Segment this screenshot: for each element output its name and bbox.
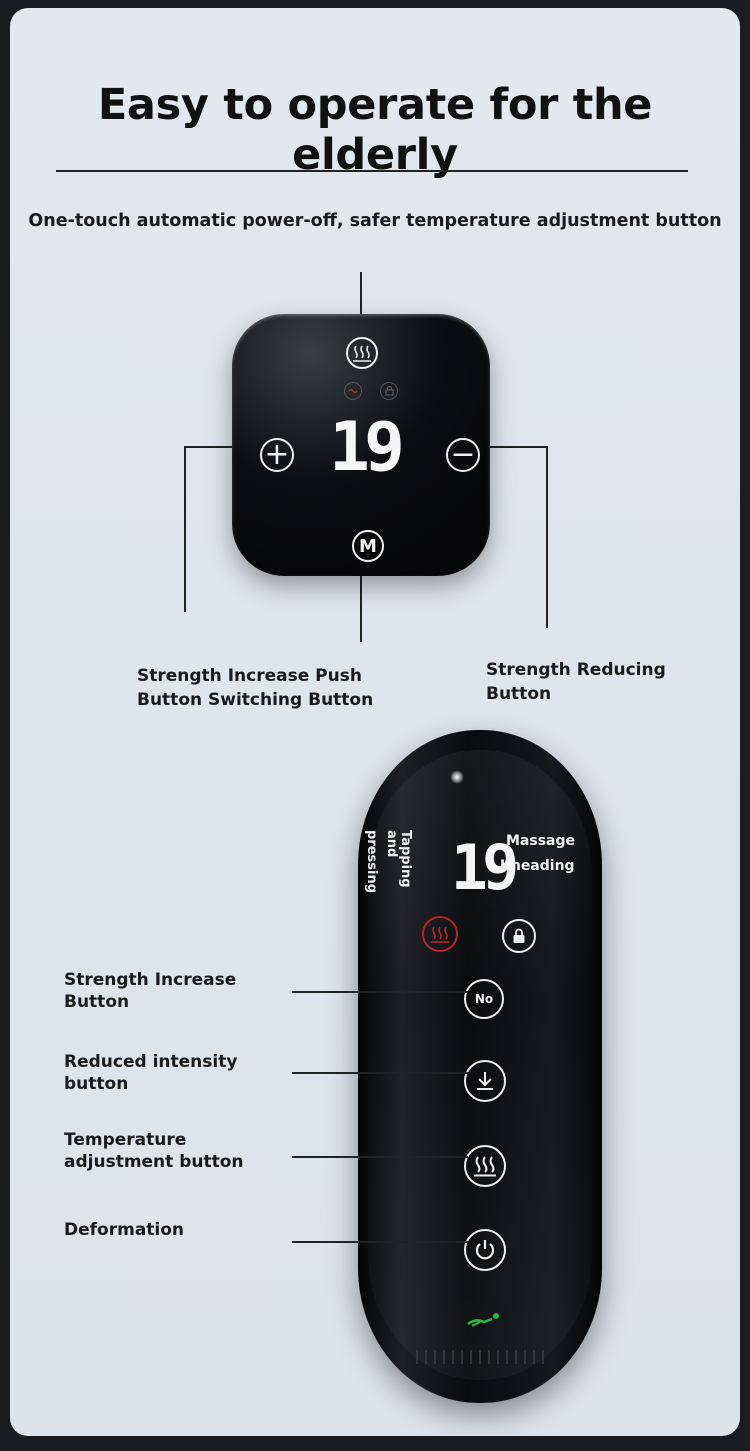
product-panel: Easy to operate for the elderly One-touc… [10,8,740,1436]
mode-label-tapping: Tapping and [384,830,413,888]
subtitle: One-touch automatic power-off, safer tem… [28,211,722,231]
heat-indicator [422,916,458,952]
tall-remote: pressing Tapping and 19 Massage Kneading… [358,730,602,1403]
mode-label-pressing: pressing [364,830,379,894]
heat-indicator-icon [344,382,362,400]
label-strength-reducing: Strength Reducing Button [486,660,666,704]
callout-line-right-horizontal [470,446,548,448]
label-temperature: Temperature adjustment button [64,1130,244,1172]
minus-button[interactable]: − [446,438,480,472]
lock-indicator-icon [380,382,398,400]
page-title: Easy to operate for the elderly [97,80,653,180]
divider [56,170,688,172]
callout-line-strength-increase [292,991,468,993]
square-remote: 19 + − M [232,314,490,576]
mode-text: No [474,992,494,1006]
mode-label-massage: Massage [506,833,576,849]
label-reduced-intensity: Reduced intensity button [64,1052,238,1094]
strength-increase-button[interactable]: No [464,979,504,1019]
callout-line-reduced-intensity [292,1072,468,1074]
temperature-adjustment-button[interactable] [464,1145,506,1187]
digital-display: 19 [329,407,405,487]
label-deformation: Deformation [64,1220,185,1240]
plus-icon: + [264,437,290,472]
person-lying-icon [464,1308,504,1330]
mode-button[interactable]: M [352,530,384,562]
mode-label-kneading: Kneading [500,858,575,874]
heat-waves-icon [474,1156,496,1177]
minus-icon: − [450,437,476,472]
label-strength-increase: Strength Increase Button [64,970,237,1012]
heat-waves-icon [431,926,449,943]
grip-ridges [416,1350,544,1364]
heat-button[interactable] [346,337,378,369]
callout-line-deformation [292,1241,468,1243]
heat-waves-icon [353,345,371,362]
callout-line-top [360,272,362,342]
digital-display: 19 [450,830,520,904]
mode-m-icon: M [359,535,377,557]
lock-button[interactable] [502,919,536,953]
plus-button[interactable]: + [260,438,294,472]
label-strength-increase-push: Strength Increase Push Button Switching … [137,666,374,710]
lock-icon [513,928,525,943]
power-icon [475,1240,495,1260]
callout-line-left-vertical [184,446,186,612]
download-arrow-icon [477,1072,493,1090]
callout-line-right-vertical [546,446,548,628]
reduced-intensity-button[interactable] [464,1060,506,1102]
glare [450,770,464,784]
callout-line-temperature [292,1156,468,1158]
callout-line-bottom [360,564,362,642]
power-button[interactable] [464,1229,506,1271]
callout-line-left-horizontal [184,446,258,448]
